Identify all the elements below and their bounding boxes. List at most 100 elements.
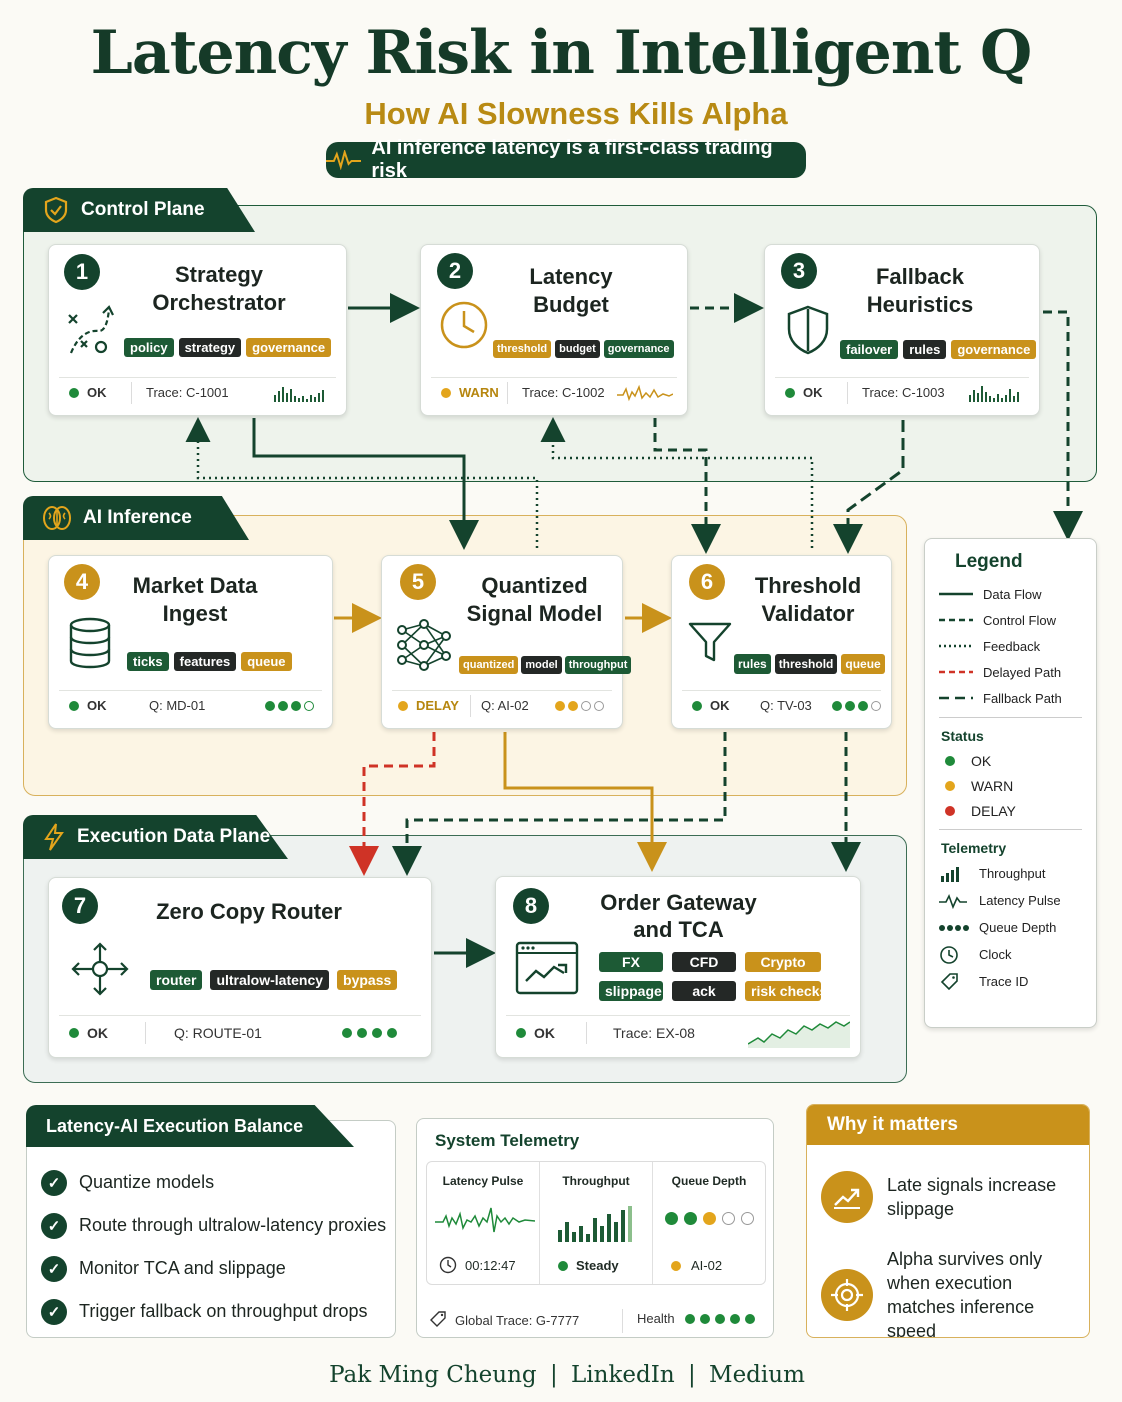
execution-balance-panel: ✓Quantize models ✓Route through ultralow… [26, 1120, 396, 1338]
card-number: 3 [781, 253, 817, 289]
edge-6-7 [392, 732, 727, 876]
card-tags: quantized model throughput [459, 656, 632, 674]
card-tags: failover rules governance [840, 340, 1037, 359]
legend-trace-id: Trace ID [939, 968, 1082, 995]
trend-up-icon [821, 1171, 873, 1223]
card-number: 4 [64, 564, 100, 600]
check-icon: ✓ [41, 1212, 67, 1239]
card-tags: policy strategy governance [124, 338, 332, 357]
status-badge: OK [59, 698, 149, 713]
queue-id: AI-02 [671, 1258, 722, 1273]
tag: queue [241, 652, 292, 671]
execution-plane-tab: Execution Data Plane [23, 815, 288, 859]
tag: throughput [564, 656, 632, 674]
queue-depth-dots [555, 700, 604, 711]
card-number: 7 [62, 888, 98, 924]
card-order-gateway-tca[interactable]: 8 Order Gateway and TCA FX CFD Crypto sl… [495, 876, 861, 1058]
telemetry-col-queue: Queue Depth AI-02 [653, 1162, 765, 1284]
ai-inference-tab: AI Inference [23, 496, 249, 540]
telemetry-col-throughput: Throughput Steady [540, 1162, 653, 1284]
queue-depth-dots [265, 700, 314, 711]
card-number: 6 [689, 564, 725, 600]
status-badge: DELAY [392, 698, 470, 713]
shield-icon [787, 305, 829, 355]
tag-icon [940, 972, 958, 990]
clock-icon [940, 945, 958, 964]
throughput-icon [274, 386, 324, 402]
queue-id: Q: AI-02 [481, 698, 529, 713]
status-badge: OK [682, 698, 760, 713]
card-strategy-orchestrator[interactable]: 1 Strategy Orchestrator policy strategy … [48, 244, 347, 416]
balance-item: ✓Trigger fallback on throughput drops [41, 1290, 386, 1333]
throughput-icon [941, 866, 959, 882]
card-footer: OK Q: TV-03 [682, 690, 881, 720]
latency-pulse-icon [939, 893, 967, 909]
card-title: Market Data Ingest [132, 573, 258, 626]
queue-id: Q: MD-01 [149, 698, 206, 713]
trading-window-icon [515, 941, 579, 995]
health-indicator: Health [637, 1311, 755, 1326]
legend-delayed-path: Delayed Path [939, 664, 1062, 680]
card-quantized-signal-model[interactable]: 5 Quantized Signal Model quantized model… [381, 555, 632, 729]
card-threshold-validator[interactable]: 6 Threshold Validator rules threshold qu… [671, 555, 892, 729]
page-subtitle: How AI Slowness Kills Alpha [364, 96, 788, 131]
card-number: 2 [437, 253, 473, 289]
card-title: Zero Copy Router [156, 899, 342, 924]
status-badge: OK [775, 385, 847, 400]
legend-title: Legend [955, 551, 1023, 572]
legend-status-ok: OK [939, 748, 1082, 773]
queue-id: Q: ROUTE-01 [174, 1024, 262, 1041]
banner-text: AI inference latency is a first-class tr… [371, 137, 773, 182]
card-title: Threshold Validator [754, 573, 862, 626]
telemetry-col-latency: Latency Pulse 00:12:47 [427, 1162, 540, 1284]
tag: Crypto [745, 952, 821, 972]
legend-status-warn: WARN [939, 773, 1082, 798]
tag: policy [124, 338, 174, 357]
card-tags: FX CFD Crypto slippage ack risk checks [599, 952, 831, 1001]
author-name: Pak Ming Cheung [329, 1362, 537, 1388]
tag: features [173, 652, 237, 671]
telemetry-label: Throughput [562, 1174, 630, 1188]
card-tags: threshold budget governance [493, 340, 674, 358]
legend-data-flow: Data Flow [939, 586, 1042, 602]
tag: ultralow-latency [210, 970, 330, 990]
balance-item: ✓Route through ultralow-latency proxies [41, 1204, 386, 1247]
execution-plane-label: Execution Data Plane [77, 826, 271, 847]
card-tags: ticks features queue [127, 652, 292, 671]
why-it-matters-panel: Why it matters Late signals increase sli… [806, 1104, 1090, 1338]
balance-item: ✓Quantize models [41, 1161, 386, 1204]
risk-banner: AI inference latency is a first-class tr… [326, 137, 806, 182]
throughput-status: Steady [558, 1258, 619, 1273]
card-footer: OK Q: ROUTE-01 [59, 1015, 421, 1049]
medium-link[interactable]: Medium [709, 1362, 805, 1388]
tag: governance [951, 340, 1037, 359]
author-footer: Pak Ming Cheung | LinkedIn | Medium [0, 1362, 1122, 1388]
legend-feedback: Feedback [939, 638, 1041, 654]
card-footer: OK Q: MD-01 [59, 690, 322, 720]
card-market-data-ingest[interactable]: 4 Market Data Ingest ticks features queu… [48, 555, 333, 729]
card-tags: router ultralow-latency bypass [150, 970, 398, 990]
legend-fallback-path: Fallback Path [939, 690, 1062, 706]
linkedin-link[interactable]: LinkedIn [571, 1362, 675, 1388]
card-title: Quantized Signal Model [466, 573, 603, 626]
card-fallback-heuristics[interactable]: 3 Fallback Heuristics failover rules gov… [764, 244, 1040, 416]
tag: CFD [672, 952, 736, 972]
why-item: Alpha survives only when execution match… [807, 1247, 1089, 1337]
clock-icon [439, 1256, 457, 1274]
telemetry-title: System Telemetry [435, 1131, 580, 1150]
edge-2-6 [653, 418, 721, 554]
why-item: Late signals increase slippage [807, 1171, 1089, 1223]
latency-pulse-chart [435, 1207, 535, 1233]
legend-control-flow: Control Flow [939, 612, 1056, 628]
card-latency-budget[interactable]: 2 Latency Budget threshold budget govern… [420, 244, 688, 416]
control-plane-tab: Control Plane [23, 188, 255, 232]
card-zero-copy-router[interactable]: 7 Zero Copy Router router ultralow-laten… [48, 877, 432, 1058]
global-trace: Global Trace: G-7777 [429, 1311, 579, 1329]
card-title: Latency Budget [529, 264, 613, 317]
legend-latency-pulse: Latency Pulse [939, 887, 1082, 914]
telemetry-label: Queue Depth [671, 1174, 747, 1188]
latency-sparkline [748, 1020, 850, 1048]
tag: budget [555, 340, 600, 358]
target-icon [821, 1269, 873, 1321]
tag: governance [603, 340, 674, 358]
